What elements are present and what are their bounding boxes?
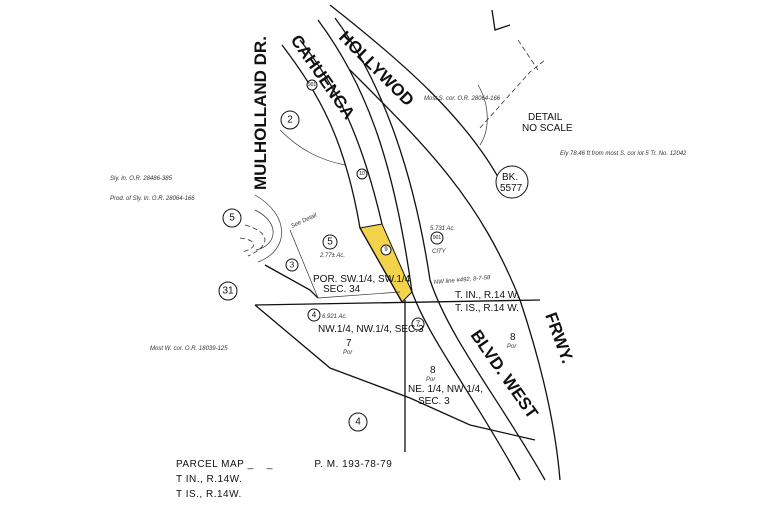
tis-label: T. IS., R.14 W. <box>455 303 519 314</box>
svg-text:5: 5 <box>229 213 235 224</box>
lot-8: 8 <box>430 365 436 376</box>
cahuenga-west-edge <box>281 44 403 303</box>
note-most-s-cor: Most S. cor. O.R. 28064-166 <box>424 96 501 102</box>
book-number: 5577 <box>500 183 523 194</box>
freeway-east-edge <box>349 69 561 481</box>
svg-text:4: 4 <box>355 417 361 428</box>
area-p4: 6.921 Ac. <box>322 314 347 320</box>
area-city: 5.731 Ac. <box>430 226 455 232</box>
note-most-w-cor: Most W. cor. O.R. 18039-125 <box>150 346 228 352</box>
cahuenga-east-edge <box>299 39 383 225</box>
lot-7-por: Por <box>343 350 353 356</box>
svg-text:5: 5 <box>327 237 333 248</box>
area-p5: 2.77± Ac. <box>319 253 345 259</box>
svg-text:901: 901 <box>433 235 442 241</box>
parcel-4[interactable]: 4 <box>307 308 321 322</box>
por-sw-label: POR. SW.1/4, SW.1/4 <box>313 274 411 285</box>
parcel-3-line <box>264 264 319 299</box>
note-sly-ln: Sly. ln. O.R. 28486-385 <box>110 176 173 182</box>
freeway-label: FRWY. <box>541 310 577 366</box>
township-line <box>254 299 541 306</box>
parcel-901-state[interactable]: 901 <box>306 79 318 91</box>
sec34-label: SEC. 34 <box>323 284 361 295</box>
lot-8-east: 8 <box>510 332 516 343</box>
lot-7: 7 <box>346 338 352 349</box>
blvd-west-edge <box>317 19 521 481</box>
township-line-1: T IN., R.14W. <box>176 474 243 485</box>
svg-text:3: 3 <box>290 261 295 270</box>
pm-reference: P. M. 193-78-79 <box>314 459 393 470</box>
svg-text:31: 31 <box>222 286 234 297</box>
detail-label: DETAIL <box>528 112 563 123</box>
parcel-5[interactable]: 5 <box>322 234 338 250</box>
svg-text:4: 4 <box>312 311 317 320</box>
lot-8-east-por: Por <box>507 344 517 350</box>
mulholland-label: MULHOLLAND DR. <box>251 36 270 190</box>
tin-label: T. IN., R.14 W. <box>455 290 519 301</box>
parcel-901-city[interactable]: 901 <box>430 231 444 245</box>
township-line-2: T IS., R.14W. <box>176 489 242 500</box>
note-prod-sly: Prod. of Sly. ln. O.R. 28064-166 <box>110 196 195 202</box>
book-circle <box>495 165 529 199</box>
note-see-detail: See Detail <box>290 212 318 229</box>
parcel-2[interactable]: 2 <box>280 110 300 130</box>
city-label: CITY <box>432 249 447 255</box>
parcel-map-title: PARCEL MAP _ _P. M. 193-78-79 <box>176 459 393 470</box>
blvd-west-east-edge <box>334 17 546 481</box>
svg-text:9: 9 <box>384 247 388 253</box>
detail-line <box>491 9 511 31</box>
highlighted-parcel[interactable] <box>359 223 413 303</box>
note-nw-line: NW line #492, 8-7-58 <box>434 275 492 286</box>
svg-text:901: 901 <box>308 82 317 88</box>
nw-label: NW.1/4, NW.1/4, SEC.3 <box>318 324 424 335</box>
mulholland-dashed <box>239 224 266 257</box>
sec3-label: SEC. 3 <box>418 396 450 407</box>
note-ely-line: Ely 78.46 ft from most S. cor lot 5 Tr. … <box>560 151 687 157</box>
detail-arc <box>477 84 488 146</box>
parcel-7[interactable]: 7 <box>411 317 425 331</box>
svg-text:2: 2 <box>287 115 293 126</box>
book-label: BK. <box>502 172 518 183</box>
parcel-2-line <box>279 129 346 166</box>
mulholland-curve <box>254 194 282 263</box>
ne-label: NE. 1/4, NW 1/4, <box>408 384 483 395</box>
svg-text:10: 10 <box>359 171 365 177</box>
freeway-north-line <box>329 4 506 191</box>
lot-8-por: Por <box>426 377 436 383</box>
south-boundary <box>254 304 536 441</box>
detail-dashed <box>479 39 546 129</box>
parcel-10[interactable]: 10 <box>356 168 368 180</box>
detail-scale: NO SCALE <box>522 123 573 134</box>
parcel-5-line <box>289 229 401 299</box>
svg-text:7: 7 <box>416 320 421 329</box>
parcel-3[interactable]: 3 <box>285 258 299 272</box>
parcel-9[interactable]: 9 <box>380 244 392 256</box>
parcel-5-west[interactable]: 5 <box>222 208 242 228</box>
parcel-31[interactable]: 31 <box>218 281 238 301</box>
parcel-4-south[interactable]: 4 <box>348 412 368 432</box>
